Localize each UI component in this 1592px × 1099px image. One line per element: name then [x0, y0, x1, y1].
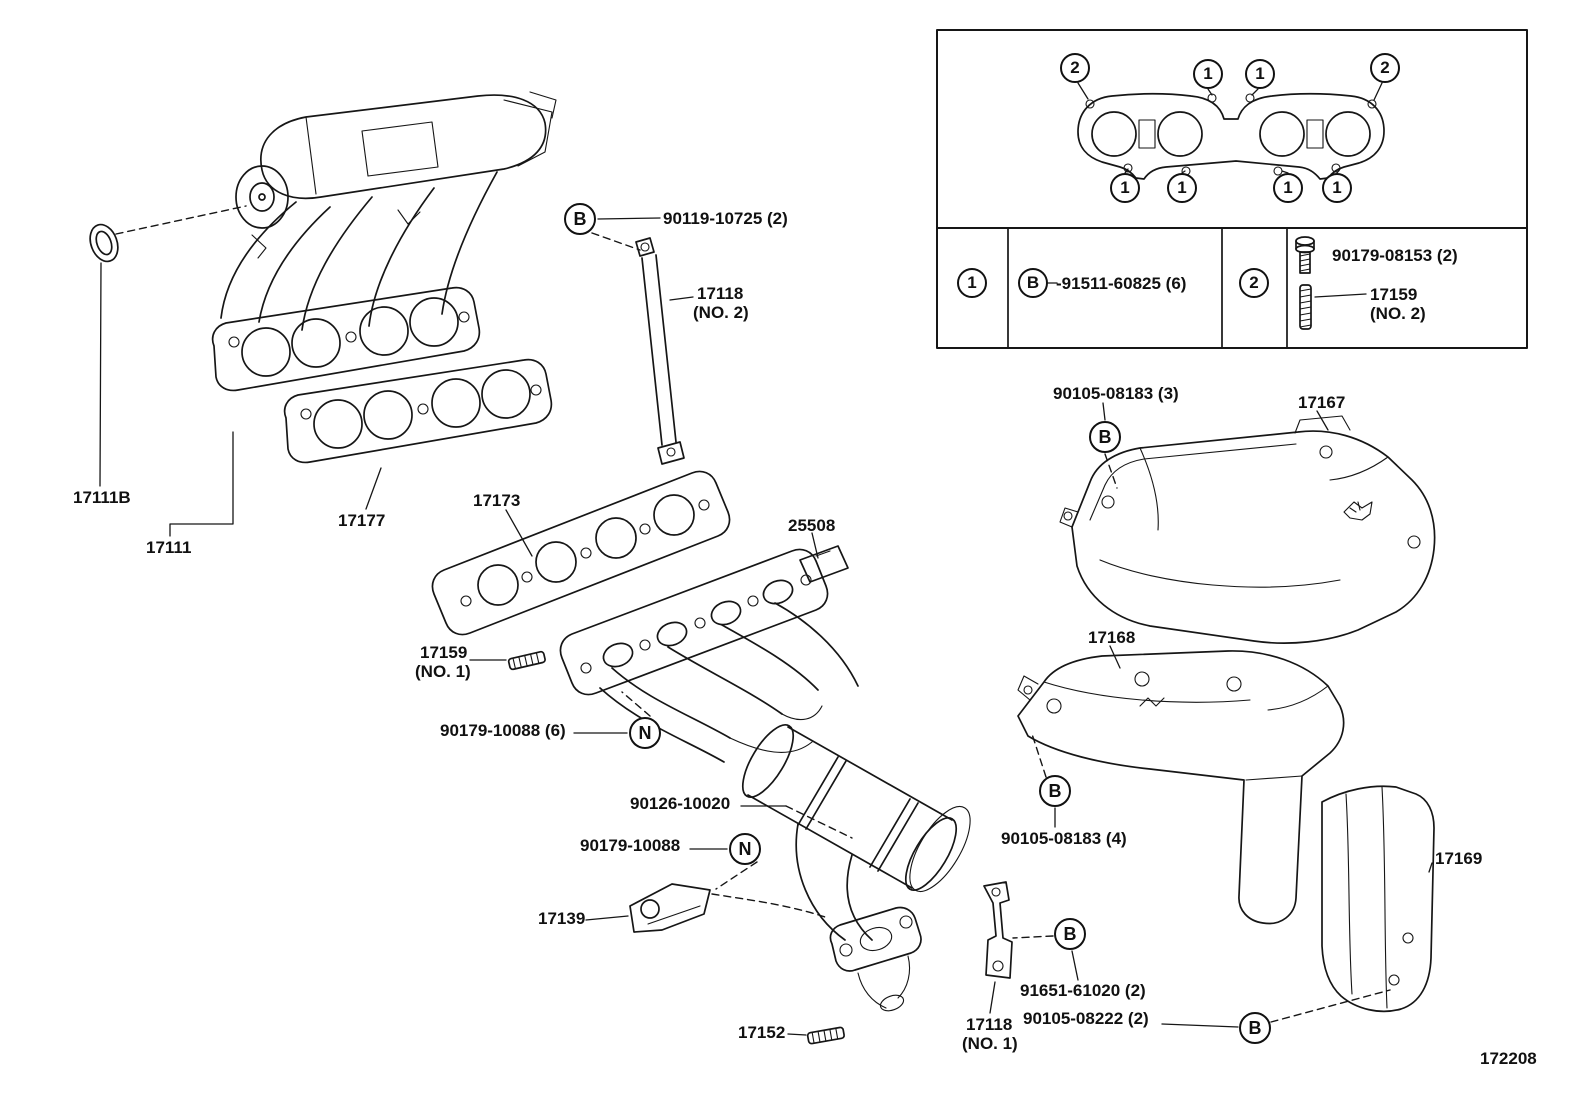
intake-manifold [211, 91, 557, 392]
callout-90179-10088: 90179-10088 [580, 836, 681, 855]
bolt-callout-b-circle: B [1039, 775, 1071, 807]
legend-gasket-drawing [1077, 82, 1385, 180]
callout-17169: 17169 [1435, 849, 1483, 868]
legend-stud-icon [1299, 284, 1367, 330]
exhaust-manifold-25508 [559, 545, 971, 1012]
legend-row2-number-circle: 2 [1239, 268, 1269, 298]
legend-frame [936, 29, 1528, 349]
callout-17173: 17173 [473, 491, 521, 510]
legend-mark-2: 2 [1370, 53, 1400, 83]
legend-mark-1: 1 [1193, 59, 1223, 89]
legend-row2-stud-part-number: 17159 [1370, 285, 1418, 304]
legend-mark-1: 1 [1167, 173, 1197, 203]
callout-90105-08222: 90105-08222 (2) [1023, 1009, 1149, 1028]
callout-17111b: 17111B [73, 488, 131, 507]
callout-17118-no2: 17118 [697, 284, 744, 303]
callout-17118-no1-note: (NO. 1) [962, 1034, 1018, 1053]
callout-91651-61020: 91651-61020 (2) [1020, 981, 1146, 1000]
stud-17152 [806, 1026, 845, 1045]
bolt-callout-b-circle: B [1054, 918, 1086, 950]
callout-17152: 17152 [738, 1023, 786, 1042]
callout-90105-08183-3: 90105-08183 (3) [1053, 384, 1179, 403]
callout-17159-no1: 17159 [420, 643, 468, 662]
callout-90119-10725: 90119-10725 (2) [663, 209, 788, 228]
gasket-17173 [431, 470, 731, 636]
callout-17167: 17167 [1298, 393, 1346, 412]
callout-17118-no2-note: (NO. 2) [693, 303, 749, 322]
legend-mark-1: 1 [1110, 173, 1140, 203]
bracket-17139 [629, 883, 829, 933]
legend-row1-part-number: -91511-60825 (6) [1056, 274, 1187, 293]
callout-17159-no1-note: (NO. 1) [415, 662, 471, 681]
drawing-number: 172208 [1480, 1049, 1537, 1068]
stud-17159-no1 [507, 650, 546, 671]
insulator-17169 [1321, 785, 1435, 1013]
bolt-callout-b-circle: B [564, 203, 596, 235]
leader-lines [99, 217, 1433, 1036]
callout-90105-08183-4: 90105-08183 (4) [1001, 829, 1127, 848]
gasket-17177 [283, 358, 553, 464]
legend-mark-2: 2 [1060, 53, 1090, 83]
insulator-17168 [1017, 650, 1345, 925]
oring-17111b [89, 205, 247, 263]
legend-bolt-icon [1295, 236, 1315, 274]
callout-17111: 17111 [146, 538, 192, 557]
callout-25508: 25508 [788, 516, 836, 535]
legend-row2-bolt-part-number: 90179-08153 (2) [1332, 246, 1458, 265]
legend-row1-number-circle: 1 [957, 268, 987, 298]
legend-mark-1: 1 [1245, 59, 1275, 89]
callout-17177: 17177 [338, 511, 386, 530]
nut-callout-n-circle: N [629, 717, 661, 749]
callout-90179-10088-6: 90179-10088 (6) [440, 721, 566, 740]
nut-callout-n-circle: N [729, 833, 761, 865]
legend-mark-1: 1 [1273, 173, 1303, 203]
legend-row2-stud-note: (NO. 2) [1370, 304, 1426, 323]
callout-90126-10020: 90126-10020 [630, 794, 731, 813]
callout-17139: 17139 [538, 909, 586, 928]
legend-mark-1: 1 [1322, 173, 1352, 203]
callout-17168: 17168 [1088, 628, 1136, 647]
callout-17118-no1: 17118 [966, 1015, 1013, 1034]
bolt-callout-b-circle: B [1089, 421, 1121, 453]
stay-17118-no2 [635, 237, 685, 465]
legend-row1-b-circle: B [1018, 268, 1048, 298]
bracket-17118-no1 [983, 881, 1013, 979]
insulator-17167 [1059, 415, 1436, 644]
bolt-callout-b-circle: B [1239, 1012, 1271, 1044]
